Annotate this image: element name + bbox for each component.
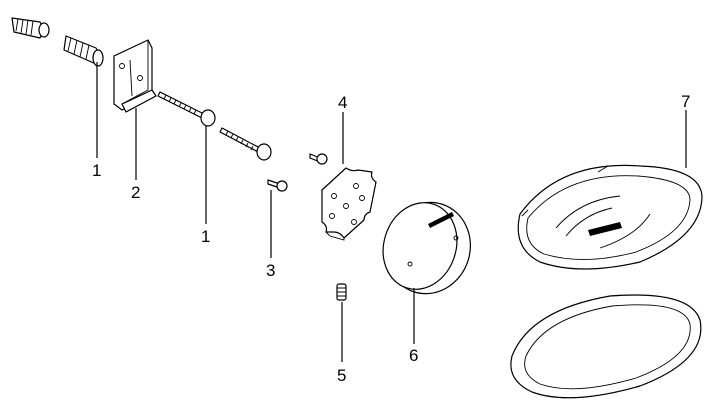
wall-bracket	[113, 39, 157, 113]
bracket-callout: 2	[131, 183, 140, 202]
soap-dish	[517, 164, 703, 270]
small-screw-callout: 3	[266, 261, 275, 280]
round-cover	[382, 201, 471, 295]
wall-plug-callout: 1	[92, 161, 101, 180]
dish-insert-tray	[510, 294, 702, 399]
plate-callout: 4	[338, 93, 347, 112]
wall-plug-lower	[63, 35, 104, 67]
grub-screw-callout: 5	[337, 366, 346, 385]
long-screw-lower	[219, 127, 272, 161]
wall-plug-upper	[11, 17, 50, 39]
grub-screw	[336, 283, 347, 301]
small-screw-lower	[267, 179, 288, 192]
dish-callout: 7	[681, 92, 690, 111]
cover-callout: 6	[409, 346, 418, 365]
mounting-plate	[321, 167, 377, 241]
long-screw-upper	[157, 91, 216, 127]
leader-lines	[96, 62, 687, 362]
screw-callout: 1	[201, 227, 210, 246]
small-screw-upper	[309, 153, 328, 165]
